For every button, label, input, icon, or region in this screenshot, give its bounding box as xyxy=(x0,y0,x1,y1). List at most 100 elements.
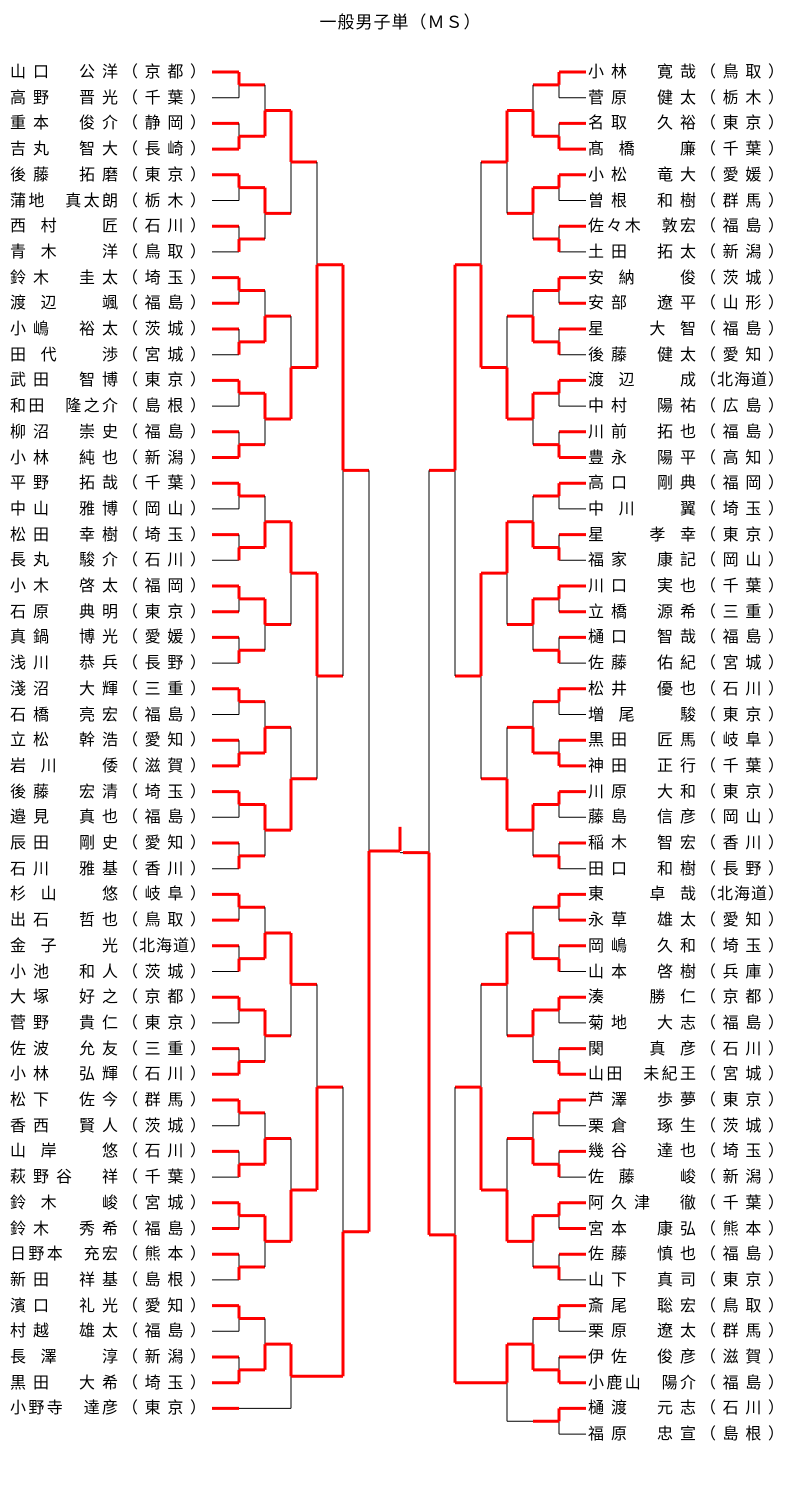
player-prefecture: （愛知） xyxy=(122,833,206,852)
player-name: 浅川 恭兵 xyxy=(10,653,118,673)
player-name: 出石 哲也 xyxy=(10,910,118,930)
right-player-entry: 渡辺 成（北海道） xyxy=(588,368,788,392)
right-player-entry: 永草 雄太（愛知） xyxy=(588,908,788,932)
player-name: 小池 和人 xyxy=(10,961,118,981)
left-player-entry: 石原 典明（東京） xyxy=(10,600,210,624)
player-prefecture: （茨城） xyxy=(122,319,206,338)
player-name: 中山 雅博 xyxy=(10,498,118,518)
player-prefecture: （宮城） xyxy=(122,1192,206,1212)
player-prefecture: （高知） xyxy=(700,447,784,467)
left-player-entry: 立松 幹浩（愛知） xyxy=(10,728,210,752)
player-prefecture: （東京） xyxy=(122,601,206,621)
player-name: 小林 純也 xyxy=(10,447,118,467)
player-prefecture: （群馬） xyxy=(122,1090,206,1109)
right-player-entry: 豊永 陽平（高知） xyxy=(588,446,788,470)
player-name: 小林 寛哉 xyxy=(588,62,696,81)
player-name: 栗倉 琢生 xyxy=(588,1115,696,1135)
player-name: 佐藤 慎也 xyxy=(588,1244,696,1264)
player-name: 後藤 宏清 xyxy=(10,781,118,801)
player-prefecture: （福島） xyxy=(700,1244,784,1264)
player-prefecture: （福島） xyxy=(700,1372,784,1392)
player-prefecture: （東京） xyxy=(700,1090,784,1109)
right-player-entry: 芦澤 歩夢（東京） xyxy=(588,1088,788,1112)
left-player-entry: 青木 洋（鳥取） xyxy=(10,240,210,264)
player-prefecture: （島根） xyxy=(700,1424,784,1444)
player-prefecture: （福岡） xyxy=(122,576,206,595)
right-player-entry: 神田 正行（千葉） xyxy=(588,754,788,778)
left-player-entry: 松田 幸樹（埼玉） xyxy=(10,523,210,547)
player-prefecture: （新潟） xyxy=(122,1347,206,1366)
player-prefecture: （東京） xyxy=(700,704,784,724)
left-player-entry: 小木 啓太（福岡） xyxy=(10,574,210,598)
player-prefecture: （愛媛） xyxy=(700,164,784,184)
player-name: 栗原 遼太 xyxy=(588,1321,696,1341)
right-player-entry: 樋渡 元志（石川） xyxy=(588,1396,788,1420)
player-prefecture: （石川） xyxy=(700,1038,784,1058)
player-prefecture: （石川） xyxy=(122,1141,206,1161)
left-player-entry: 重本 俊介（静岡） xyxy=(10,111,210,135)
left-player-entry: 平野 拓哉（千葉） xyxy=(10,471,210,495)
right-player-entry: 土田 拓太（新潟） xyxy=(588,240,788,264)
player-name: 黒田 大希 xyxy=(10,1372,118,1392)
player-name: 川原 大和 xyxy=(588,781,696,801)
player-name: 斎尾 聡宏 xyxy=(588,1295,696,1315)
player-prefecture: （福島） xyxy=(122,704,206,724)
right-player-entry: 福原 忠宣（島根） xyxy=(588,1422,788,1446)
player-name: 松田 幸樹 xyxy=(10,524,118,544)
right-player-entry: 曽根 和樹（群馬） xyxy=(588,189,788,213)
player-name: 青木 洋 xyxy=(10,241,118,261)
left-player-entry: 鈴木 峻（宮城） xyxy=(10,1191,210,1215)
right-player-entry: 中村 陽祐（広島） xyxy=(588,394,788,418)
player-name: 西村 匠 xyxy=(10,216,118,236)
left-player-entry: 浅川 恭兵（長野） xyxy=(10,651,210,675)
left-player-entry: 松下 佐今（群馬） xyxy=(10,1088,210,1112)
player-prefecture: （宮城） xyxy=(700,653,784,673)
player-name: 重本 俊介 xyxy=(10,113,118,133)
left-player-entry: 出石 哲也（鳥取） xyxy=(10,908,210,932)
player-prefecture: （東京） xyxy=(700,781,784,801)
player-prefecture: （茨城） xyxy=(700,267,784,287)
player-name: 増尾 駿 xyxy=(588,704,696,724)
player-prefecture: （石川） xyxy=(122,216,206,236)
player-name: 神田 正行 xyxy=(588,755,696,775)
left-player-entry: 鈴木 圭太（埼玉） xyxy=(10,266,210,290)
player-name: 石橋 亮宏 xyxy=(10,704,118,724)
page-title: 一般男子単（ＭＳ） xyxy=(319,13,482,33)
player-prefecture: （福島） xyxy=(700,319,784,338)
left-player-entry: 淺沼 大輝（三重） xyxy=(10,677,210,701)
player-name: 曽根 和樹 xyxy=(588,190,696,210)
left-player-entry: 武田 智博（東京） xyxy=(10,368,210,392)
player-name: 鈴木 圭太 xyxy=(10,267,118,287)
player-name: 川口 実也 xyxy=(588,576,696,595)
player-name: 佐々木 敦宏 xyxy=(588,216,696,236)
player-prefecture: （三重） xyxy=(700,601,784,621)
player-name: 真鍋 博光 xyxy=(10,627,118,647)
left-player-entry: 柳沼 崇史（福島） xyxy=(10,420,210,444)
right-player-entry: 黒田 匠馬（岐阜） xyxy=(588,728,788,752)
player-prefecture: （京都） xyxy=(122,62,206,81)
right-player-entry: 栗原 遼太（群馬） xyxy=(588,1319,788,1343)
right-player-entry: 山田 未紀王（宮城） xyxy=(588,1062,788,1086)
left-player-entry: 小林 弘輝（石川） xyxy=(10,1062,210,1086)
right-player-entry: 中川 翼（埼玉） xyxy=(588,497,788,521)
player-prefecture: （島根） xyxy=(122,1269,206,1289)
player-prefecture: （香川） xyxy=(700,833,784,852)
player-name: 和田 隆之介 xyxy=(10,396,118,416)
player-name: 小野寺 達彦 xyxy=(10,1398,118,1418)
player-name: 芦澤 歩夢 xyxy=(588,1090,696,1109)
right-player-entry: 佐藤 佑紀（宮城） xyxy=(588,651,788,675)
right-player-entry: 佐々木 敦宏（福島） xyxy=(588,214,788,238)
right-player-entry: 川口 実也（千葉） xyxy=(588,574,788,598)
left-player-entry: 岩川 倭（滋賀） xyxy=(10,754,210,778)
left-player-entry: 黒田 大希（埼玉） xyxy=(10,1371,210,1395)
player-prefecture: （埼玉） xyxy=(700,498,784,518)
player-name: 長丸 駿介 xyxy=(10,550,118,570)
right-player-entry: 斎尾 聡宏（鳥取） xyxy=(588,1294,788,1318)
player-prefecture: （埼玉） xyxy=(122,524,206,544)
left-player-entry: 萩野谷 祥（千葉） xyxy=(10,1165,210,1189)
player-name: 菅野 貴仁 xyxy=(10,1012,118,1032)
player-prefecture: （福島） xyxy=(122,421,206,441)
right-player-entry: 稲木 智宏（香川） xyxy=(588,831,788,855)
player-prefecture: （福島） xyxy=(700,421,784,441)
player-prefecture: （東京） xyxy=(122,1398,206,1418)
